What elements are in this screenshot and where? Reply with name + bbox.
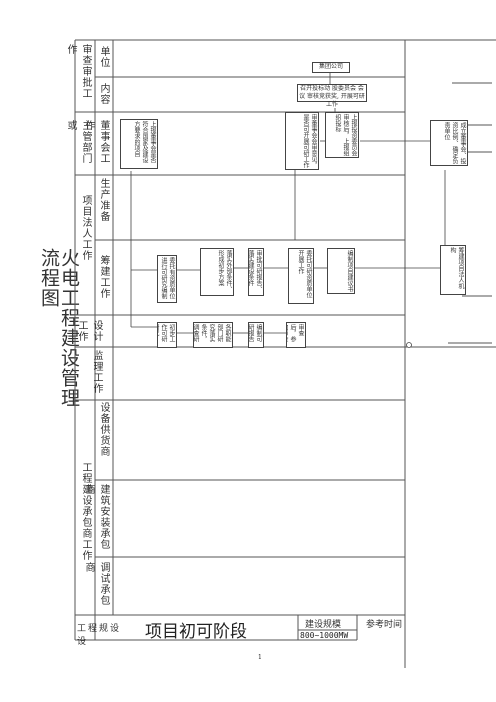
box-lead-report: 编制项目建议书 (327, 248, 355, 294)
box-prelim: 初步工作可研研究 (157, 322, 177, 348)
section-dept: 主管部门或 (65, 120, 91, 164)
box-approve: 成立董事会、投资比例、确定负责单位 (430, 120, 468, 166)
box-entrust: 委托有资质单位进行可研究编制 (157, 255, 177, 303)
box-design-doc: 编制可研报告 (248, 322, 264, 348)
box-review-meeting: 召开投标动 股委员会 会议 审核竞获奖, 开展可研工作 (297, 84, 367, 108)
page-number: 1 (258, 654, 262, 661)
row-prep: 筹建工作 (98, 255, 109, 299)
footer-scale-value: 800~1000MW (300, 631, 349, 640)
box-group-company: 集团公司 (312, 62, 350, 73)
footer-scope: 工程规设设 (77, 624, 122, 647)
section-review: 审查审批工作 (65, 44, 91, 99)
box-coord: 委托可研资质单位开展工作 (288, 248, 314, 304)
footer-scale-label: 建设规模 (305, 620, 342, 630)
box-submit-tender: 上报投资委员会审核后，上报组织投标 (325, 112, 359, 158)
row-supplier: 设备供货商 (98, 402, 109, 457)
row-content: 内容 (98, 83, 109, 105)
box-report-review: 上报董事会是否符合国家及建设方要求的项目 (120, 119, 158, 169)
box-finish: 审查后，参加审查 (286, 322, 306, 348)
box-dept-survey: 各职能部门研究落实条件，调查研究 (193, 322, 233, 348)
box-ext-conditions: 落实外部条件、形成初步方案 (200, 248, 234, 296)
row-commission: 调试承包商 (83, 562, 109, 606)
footer-ref-time: 参考时间 (366, 620, 403, 630)
footer-stage: 项目初可阶段 (145, 622, 247, 642)
section-contractor: 工程建设承包商工作 (80, 462, 91, 561)
row-unit: 单位 (98, 46, 109, 68)
row-production: 生产准备 (98, 178, 109, 222)
box-approve-report: 审批可研报告、落实建设条件 (248, 248, 264, 296)
row-supervision: 监理工作 (91, 350, 102, 394)
row-design: 设计工作 (76, 320, 102, 342)
row-builder: 建筑安装承包商 (83, 484, 109, 550)
box-set-org: 筹建项目法人机构 (440, 245, 466, 295)
section-legal: 项目法人工作 (80, 195, 91, 261)
row-board: 董事会工作 (83, 120, 109, 164)
box-board-decision: 审董事会会审意见，是否可开展可研工作 (285, 112, 319, 170)
